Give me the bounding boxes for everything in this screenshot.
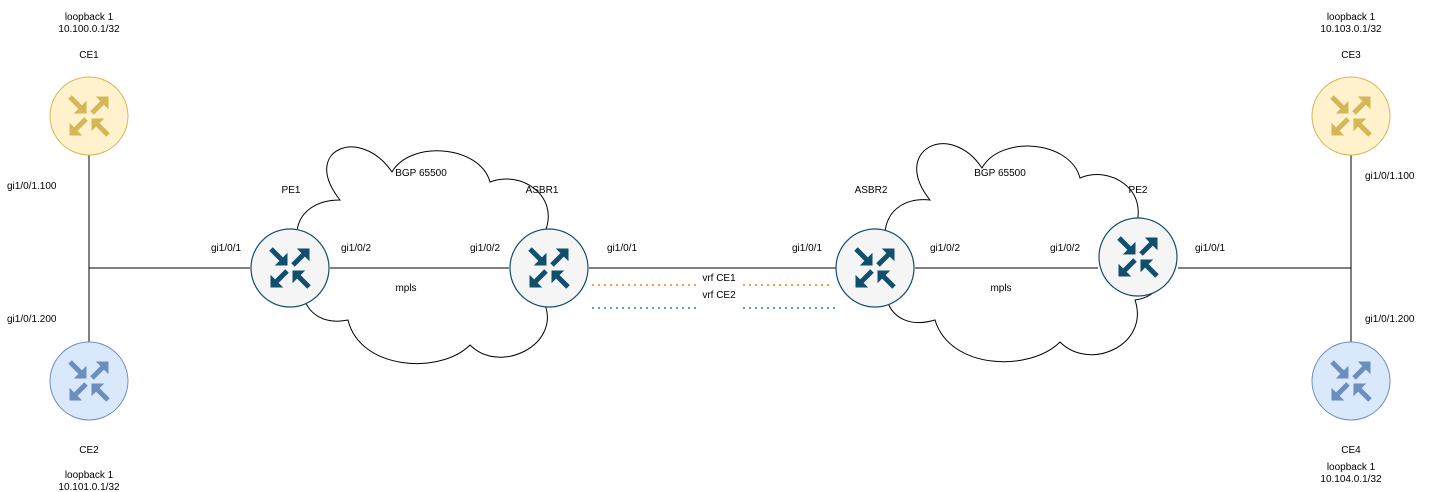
ce2-interface-label: gi1/0/1.200	[7, 314, 57, 325]
pe2-right-interface: gi1/0/1	[1195, 243, 1225, 254]
ce2-loopback-ip: 10.101.0.1/32	[58, 482, 120, 492]
asbr1-left-interface: gi1/0/2	[470, 243, 500, 254]
pe1-left-interface: gi1/0/1	[211, 243, 241, 254]
cloud-right-mpls-label: mpls	[990, 283, 1011, 294]
cloud-left-mpls-label: mpls	[395, 283, 416, 294]
asbr1-right-interface: gi1/0/1	[607, 243, 637, 254]
ce3-loopback-ip: 10.103.0.1/32	[1320, 24, 1382, 35]
cloud-left-as-label: BGP 65500	[395, 168, 447, 179]
ce1-router	[49, 76, 129, 156]
asbr1-name: ASBR1	[526, 185, 559, 196]
ce2-loopback-label: loopback 1	[65, 470, 114, 481]
ce4-interface-label: gi1/0/1.200	[1365, 314, 1415, 325]
ce3-loopback-label: loopback 1	[1327, 12, 1376, 23]
asbr2-left-interface: gi1/0/1	[792, 243, 822, 254]
ce1-loopback-ip: 10.100.0.1/32	[58, 24, 120, 35]
cloud-right-as-label: BGP 65500	[974, 168, 1026, 179]
ce4-name: CE4	[1341, 445, 1361, 456]
vrf-ce2-label: vrf CE2	[702, 290, 736, 301]
pe2-name: PE2	[1129, 185, 1148, 196]
pe2-left-interface: gi1/0/2	[1050, 243, 1080, 254]
pe1-right-interface: gi1/0/2	[341, 243, 371, 254]
ce1-loopback-label: loopback 1	[65, 12, 114, 23]
ce3-router	[1311, 76, 1391, 156]
asbr1-router	[509, 228, 589, 308]
pe1-name: PE1	[282, 185, 301, 196]
ce3-interface-label: gi1/0/1.100	[1365, 171, 1415, 182]
ce1-interface-label: gi1/0/1.100	[7, 181, 57, 192]
ce2-router	[49, 341, 129, 421]
ce2-name: CE2	[79, 445, 99, 456]
ce3-name: CE3	[1341, 50, 1361, 61]
asbr2-right-interface: gi1/0/2	[930, 243, 960, 254]
pe2-router	[1098, 217, 1178, 297]
vrf-ce1-label: vrf CE1	[702, 273, 736, 284]
ce4-router	[1311, 341, 1391, 421]
ce4-loopback-label: loopback 1	[1327, 462, 1376, 473]
asbr2-router	[835, 228, 915, 308]
asbr2-name: ASBR2	[855, 185, 888, 196]
ce4-loopback-ip: 10.104.0.1/32	[1320, 474, 1382, 485]
ce1-name: CE1	[79, 50, 99, 61]
pe1-router	[250, 228, 330, 308]
